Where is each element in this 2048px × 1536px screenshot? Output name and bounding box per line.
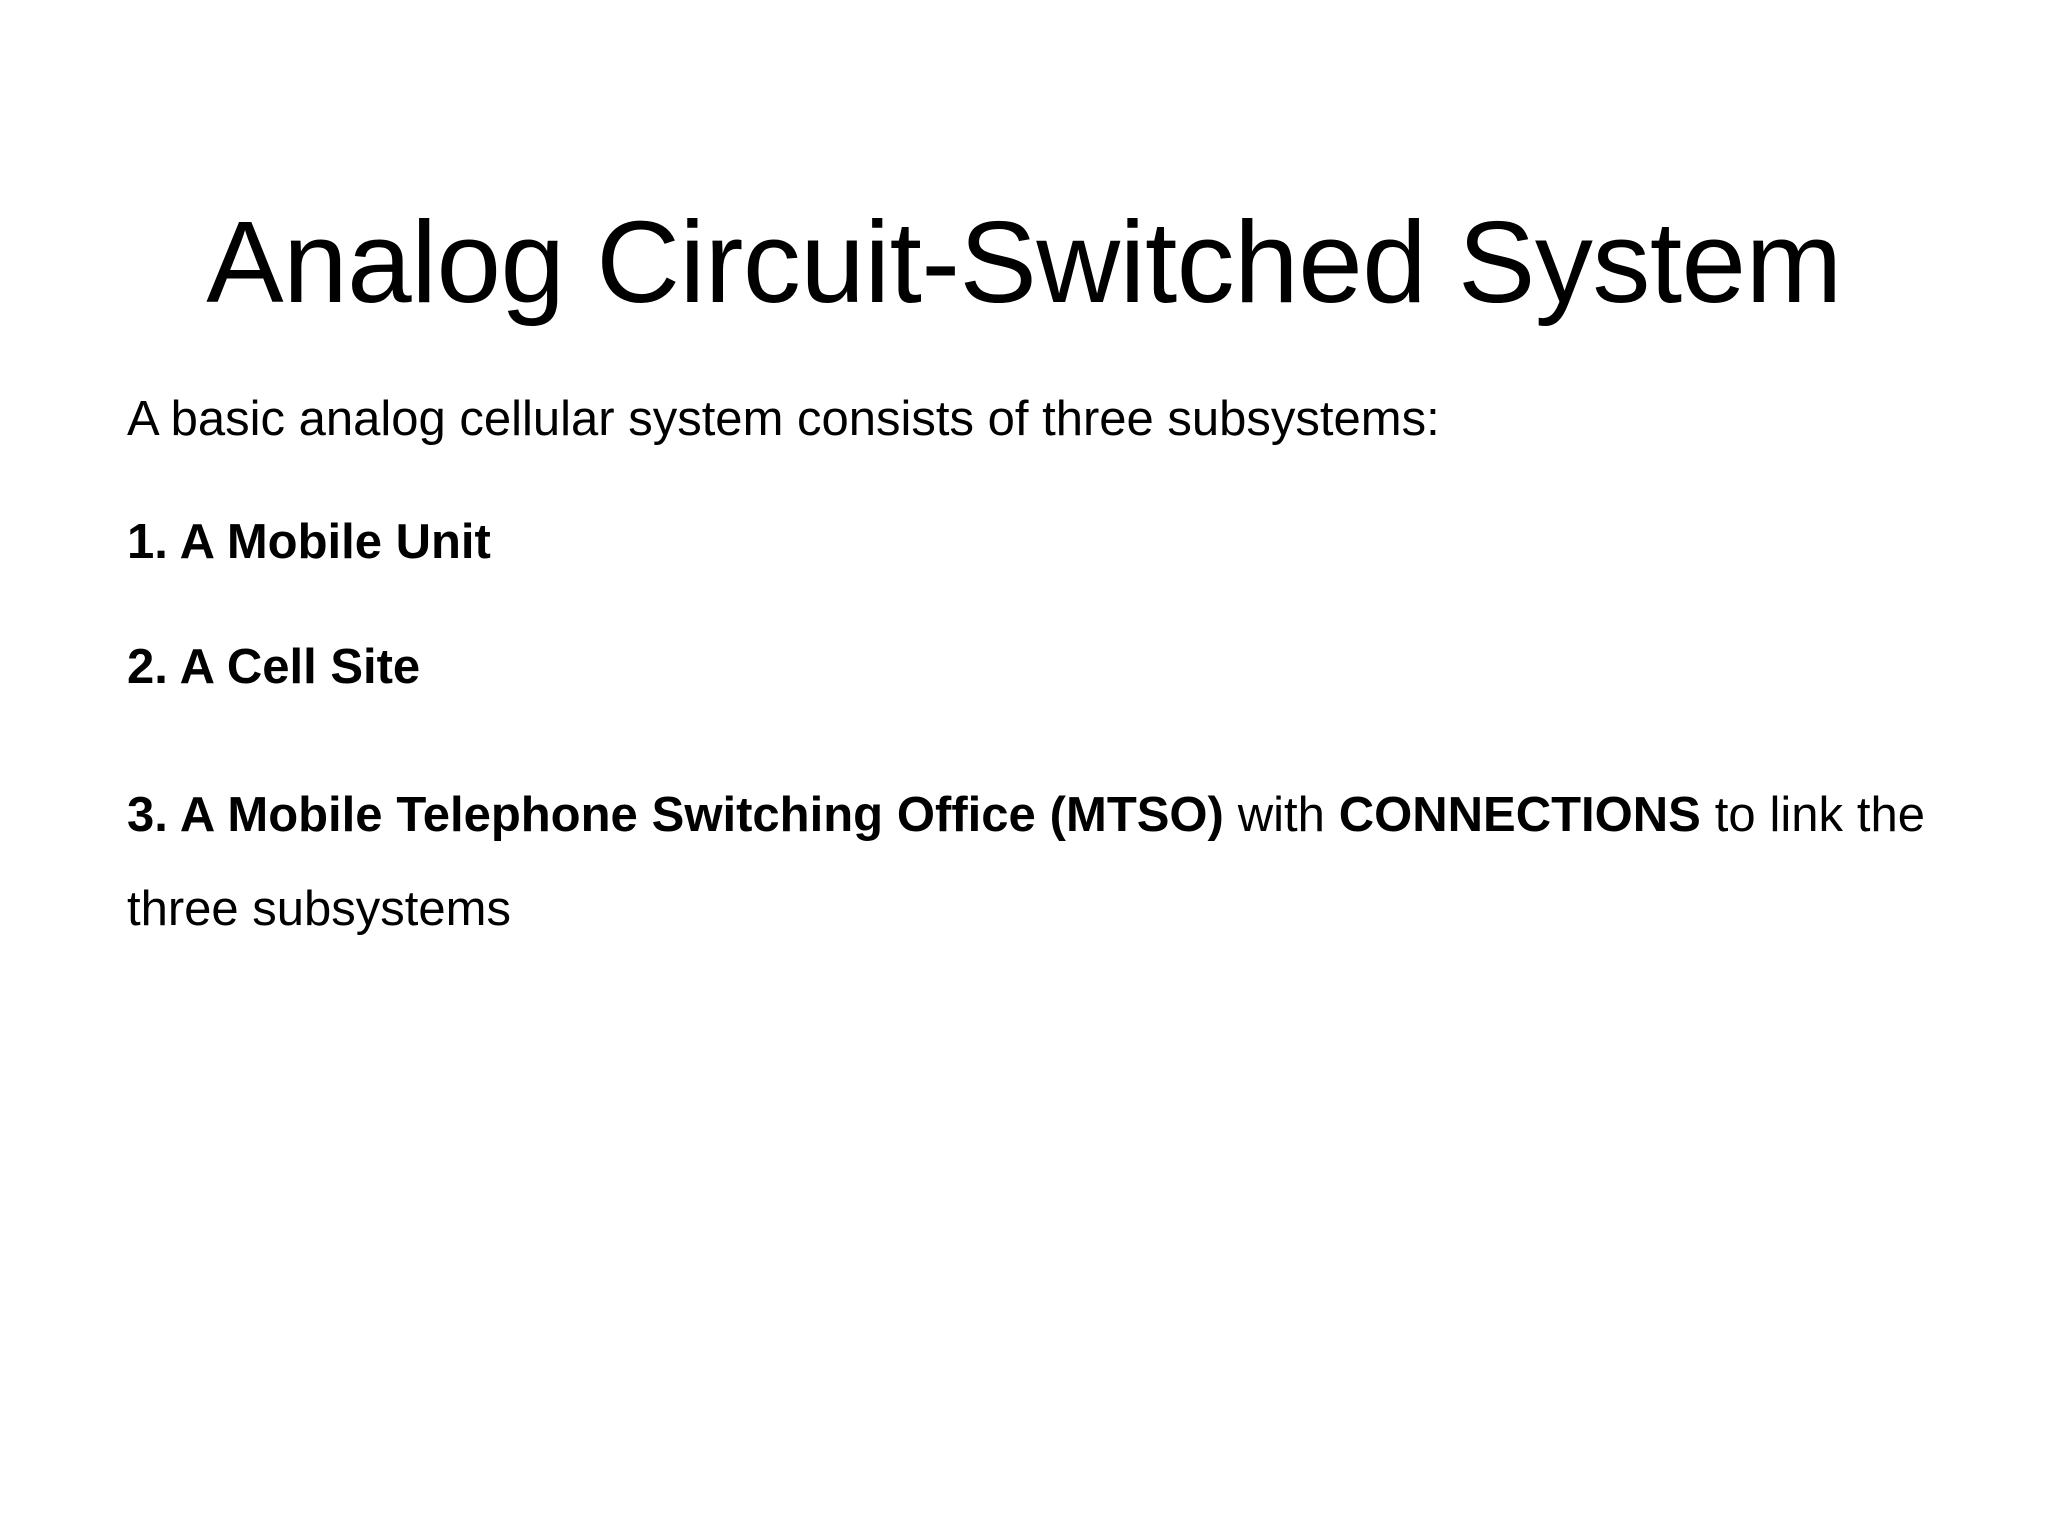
- list-item-3-emphasis: CONNECTIONS: [1338, 788, 1701, 842]
- list-item-3-tail: to link the three subsystems: [127, 788, 1925, 937]
- slide-body: A basic analog cellular system consists …: [127, 395, 1927, 956]
- list-item-2: 2. A Cell Site: [127, 640, 421, 694]
- list-item-3-title: 3. A Mobile Telephone Switching Office (…: [127, 788, 1224, 842]
- list-item-3-connector: with: [1223, 788, 1339, 842]
- body-lead-text: A basic analog cellular system consists …: [127, 392, 1440, 446]
- list-item-1: 1. A Mobile Unit: [127, 515, 491, 569]
- page-title: Analog Circuit-Switched System: [206, 196, 1842, 327]
- list-item-3: 3. A Mobile Telephone Switching Office (…: [127, 768, 1925, 956]
